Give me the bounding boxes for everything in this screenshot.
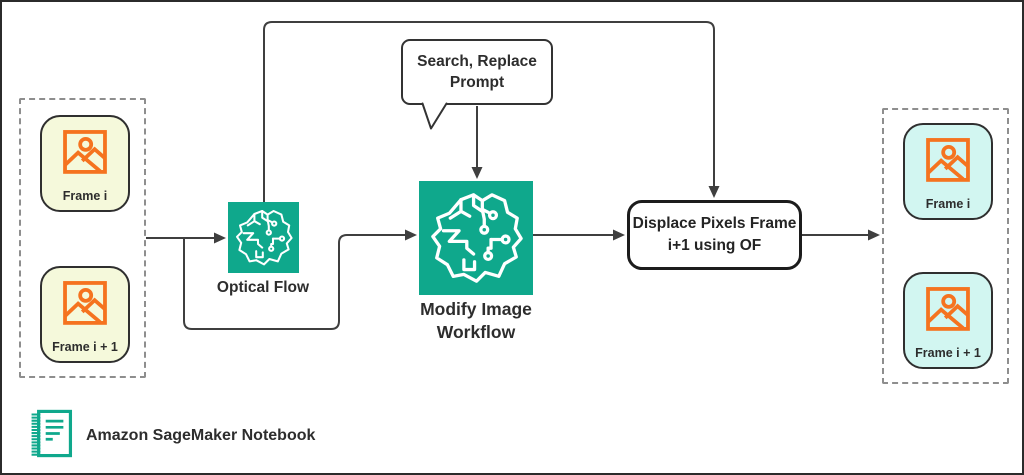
frame-label: Frame i + 1: [52, 340, 118, 354]
frame-card-input-i1: Frame i + 1: [40, 266, 130, 363]
frame-card-output-i1: Frame i + 1: [903, 272, 993, 369]
optical-flow-node: [228, 202, 299, 273]
frame-label: Frame i: [62, 189, 108, 203]
arrowhead-right-icon: [868, 229, 880, 241]
sagemaker-notebook-icon: [27, 407, 75, 460]
modify-image-workflow-label: Modify Image Workflow: [391, 298, 561, 344]
speech-bubble-tail-edge: [421, 102, 448, 130]
arrowhead-right-icon: [405, 229, 417, 241]
frame-label: Frame i + 1: [915, 346, 981, 360]
optical-flow-label: Optical Flow: [216, 279, 310, 296]
arrowhead-down-icon: [708, 186, 720, 198]
speech-bubble-tail: [422, 102, 447, 129]
modify-image-workflow-node: [419, 181, 533, 295]
brain-circuit-icon: [428, 190, 525, 287]
image-icon: [54, 123, 116, 185]
brain-circuit-icon: [234, 208, 294, 268]
arrowhead-down-icon: [471, 167, 483, 179]
displace-pixels-node: Displace Pixels Frame i+1 using OF: [627, 200, 802, 270]
prompt-speech-bubble: Search, Replace Prompt: [401, 39, 553, 105]
image-icon: [917, 280, 979, 342]
bubble-line1: Search, Replace: [417, 53, 537, 70]
sagemaker-notebook-label: Amazon SageMaker Notebook: [86, 427, 316, 444]
arrowhead-right-icon: [613, 229, 625, 241]
image-icon: [54, 274, 116, 336]
image-icon: [917, 131, 979, 193]
output-frames-group: Frame i Frame i + 1: [882, 108, 1009, 384]
modify-label-line2: Workflow: [436, 322, 516, 342]
bubble-line2: Prompt: [449, 74, 505, 91]
displace-line2: i+1 using OF: [667, 237, 762, 254]
frame-card-input-i: Frame i: [40, 115, 130, 212]
arrowhead-right-icon: [214, 232, 226, 244]
modify-label-line1: Modify Image: [420, 299, 532, 319]
frame-card-output-i: Frame i: [903, 123, 993, 220]
displace-line1: Displace Pixels Frame: [632, 215, 797, 232]
input-frames-group: Frame i Frame i + 1: [19, 98, 146, 378]
frame-label: Frame i: [925, 197, 971, 211]
